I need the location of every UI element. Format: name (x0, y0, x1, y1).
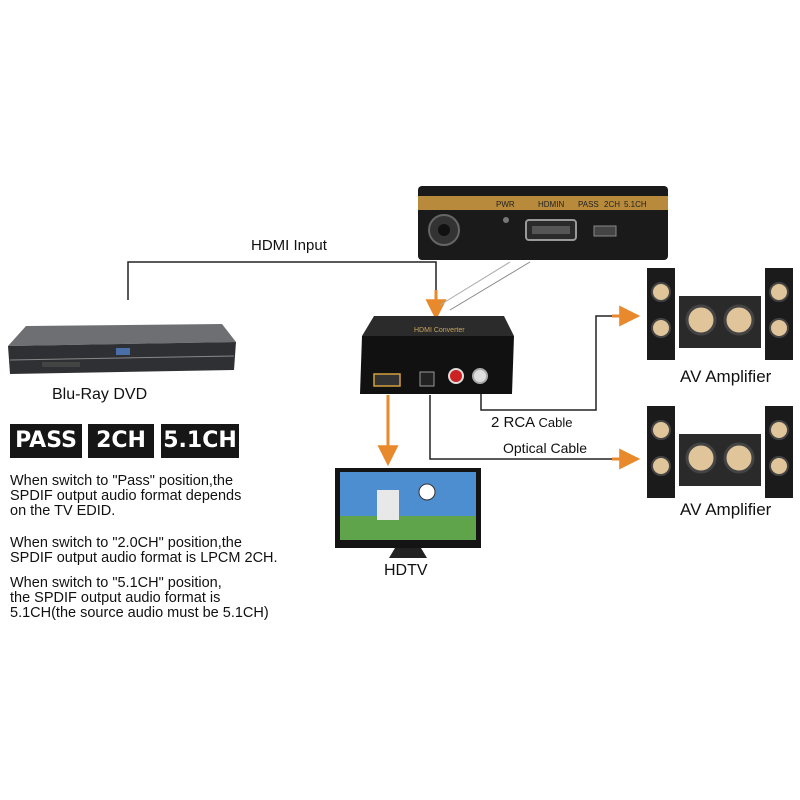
converter-label: HDMI Converter (414, 327, 465, 334)
av-amplifier-bottom-device (645, 402, 795, 502)
av-amplifier-bottom-label: AV Amplifier (680, 500, 771, 520)
hdmi-converter-device: HDMI Converter (356, 312, 516, 398)
panel-label: 5.1CH (624, 200, 647, 209)
note-2ch: When switch to "2.0CH" position,the SPDI… (10, 536, 330, 566)
mode-badge-2ch: 2CH (88, 424, 154, 458)
hdmi-input-line (128, 262, 436, 310)
rca-cable-label-suffix: Cable (539, 415, 573, 430)
panel-label: PASS (578, 200, 599, 209)
hdmi-out-port-icon (374, 374, 400, 386)
av-amplifier-top-device (645, 264, 795, 364)
rca-cable-label: 2 RCA Cable (491, 414, 573, 431)
panel-label: 2CH (604, 200, 620, 209)
optical-cable-label: Optical Cable (503, 440, 587, 456)
mode-switch-icon (594, 226, 616, 236)
callout-line (440, 262, 510, 305)
hdtv-device (335, 468, 481, 560)
mode-badge-5-1ch: 5.1CH (161, 424, 239, 458)
source-device-label: Blu-Ray DVD (52, 386, 147, 404)
bluray-player-device (6, 320, 238, 376)
power-led-icon (503, 217, 509, 223)
converter-panel-closeup: PWR HDMIN PASS 2CH 5.1CH (418, 186, 668, 260)
hdmi-input-label: HDMI Input (251, 237, 327, 254)
panel-label: HDMIN (538, 200, 564, 209)
rca-cable-label-prefix: 2 RCA (491, 414, 534, 431)
hdtv-label: HDTV (384, 562, 428, 580)
player-icon (377, 490, 399, 520)
rca-white-port-icon (473, 369, 487, 383)
rca-red-port-icon (449, 369, 463, 383)
note-5-1ch: When switch to "5.1CH" position, the SPD… (10, 576, 330, 621)
note-pass: When switch to "Pass" position,the SPDIF… (10, 474, 330, 519)
callout-line (450, 262, 530, 310)
ball-icon (419, 484, 435, 500)
panel-label: PWR (496, 200, 515, 209)
av-amplifier-top-label: AV Amplifier (680, 367, 771, 387)
optical-port-icon (420, 372, 434, 386)
mode-badge-pass: PASS (10, 424, 82, 458)
